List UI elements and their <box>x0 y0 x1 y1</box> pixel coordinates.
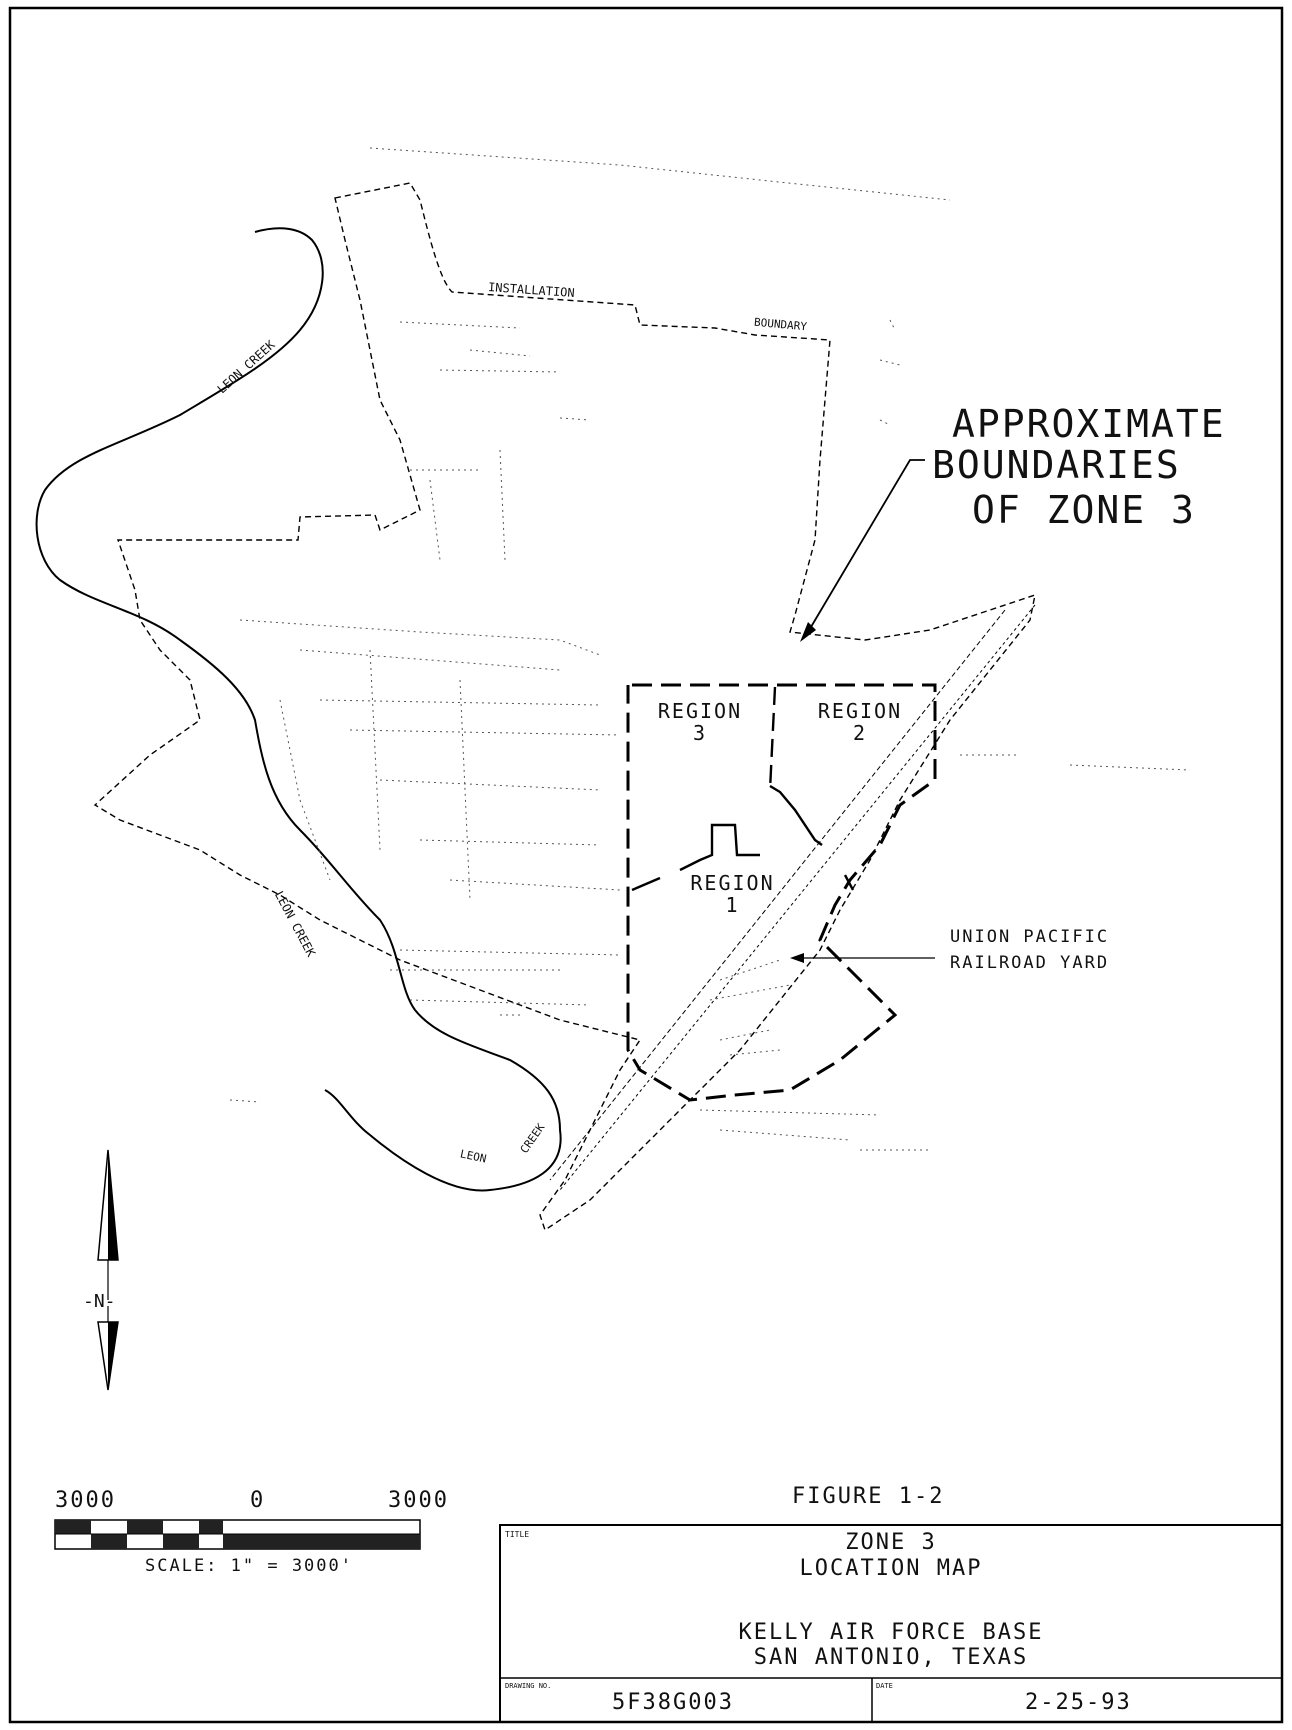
installation-boundary <box>93 182 1036 1232</box>
region1-label: REGION 1 <box>675 872 790 916</box>
approx-boundaries-label-3: OF ZONE 3 <box>972 488 1196 532</box>
scale-bar-blocks <box>55 1520 420 1549</box>
region2-name: REGION <box>817 699 903 723</box>
map-title-line-1: ZONE 3 <box>845 1530 937 1555</box>
drawing-number-field-label: DRAWING NO. <box>505 1682 552 1690</box>
scale-mid-value: 0 <box>250 1488 266 1513</box>
title-field-label: TITLE <box>505 1530 530 1539</box>
drawing-date: 2-25-93 <box>1025 1690 1132 1715</box>
drawing-number: 5F38G003 <box>612 1690 734 1715</box>
region1-name: REGION <box>690 871 775 895</box>
union-pacific-label-1: UNION PACIFIC <box>950 927 1110 947</box>
region2-label: REGION 2 <box>805 700 915 744</box>
scale-left-value: 3000 <box>55 1488 116 1513</box>
region2-number: 2 <box>852 721 868 745</box>
drawing-frame <box>8 6 1284 1724</box>
region-divider-vertical <box>768 686 777 791</box>
region1-boundary <box>631 784 855 892</box>
date-field-label: DATE <box>876 1682 893 1690</box>
zone3-leader-arrow <box>807 459 925 633</box>
railroad-arrowhead <box>790 953 804 963</box>
region3-name: REGION <box>657 699 743 723</box>
north-label: -N- <box>83 1291 116 1312</box>
scale-caption: SCALE: 1" = 3000' <box>145 1556 353 1576</box>
region3-number: 3 <box>692 721 708 745</box>
organization-line-1: KELLY AIR FORCE BASE <box>738 1620 1044 1645</box>
zone3-arrowhead <box>800 622 816 642</box>
map-title-line-2: LOCATION MAP <box>799 1556 983 1581</box>
scale-right-value: 3000 <box>388 1488 449 1513</box>
approx-boundaries-label-2: BOUNDARIES <box>932 443 1181 487</box>
map-detail-lines <box>229 147 1191 1151</box>
zone3-boundary <box>626 683 937 1102</box>
railroad-line-b <box>549 609 1006 1181</box>
region3-label: REGION 3 <box>645 700 755 744</box>
union-pacific-label-2: RAILROAD YARD <box>950 953 1110 973</box>
region1-number: 1 <box>725 893 740 917</box>
north-arrow-top-fill <box>108 1155 118 1260</box>
north-arrow-bottom-fill <box>108 1322 118 1390</box>
leon-creek <box>35 227 562 1192</box>
title-block-frame <box>499 1524 1283 1723</box>
figure-number: FIGURE 1-2 <box>792 1484 945 1509</box>
organization-line-2: SAN ANTONIO, TEXAS <box>753 1645 1029 1670</box>
approx-boundaries-label-1: APPROXIMATE <box>952 402 1226 446</box>
railroad-line-a <box>559 604 1036 1191</box>
